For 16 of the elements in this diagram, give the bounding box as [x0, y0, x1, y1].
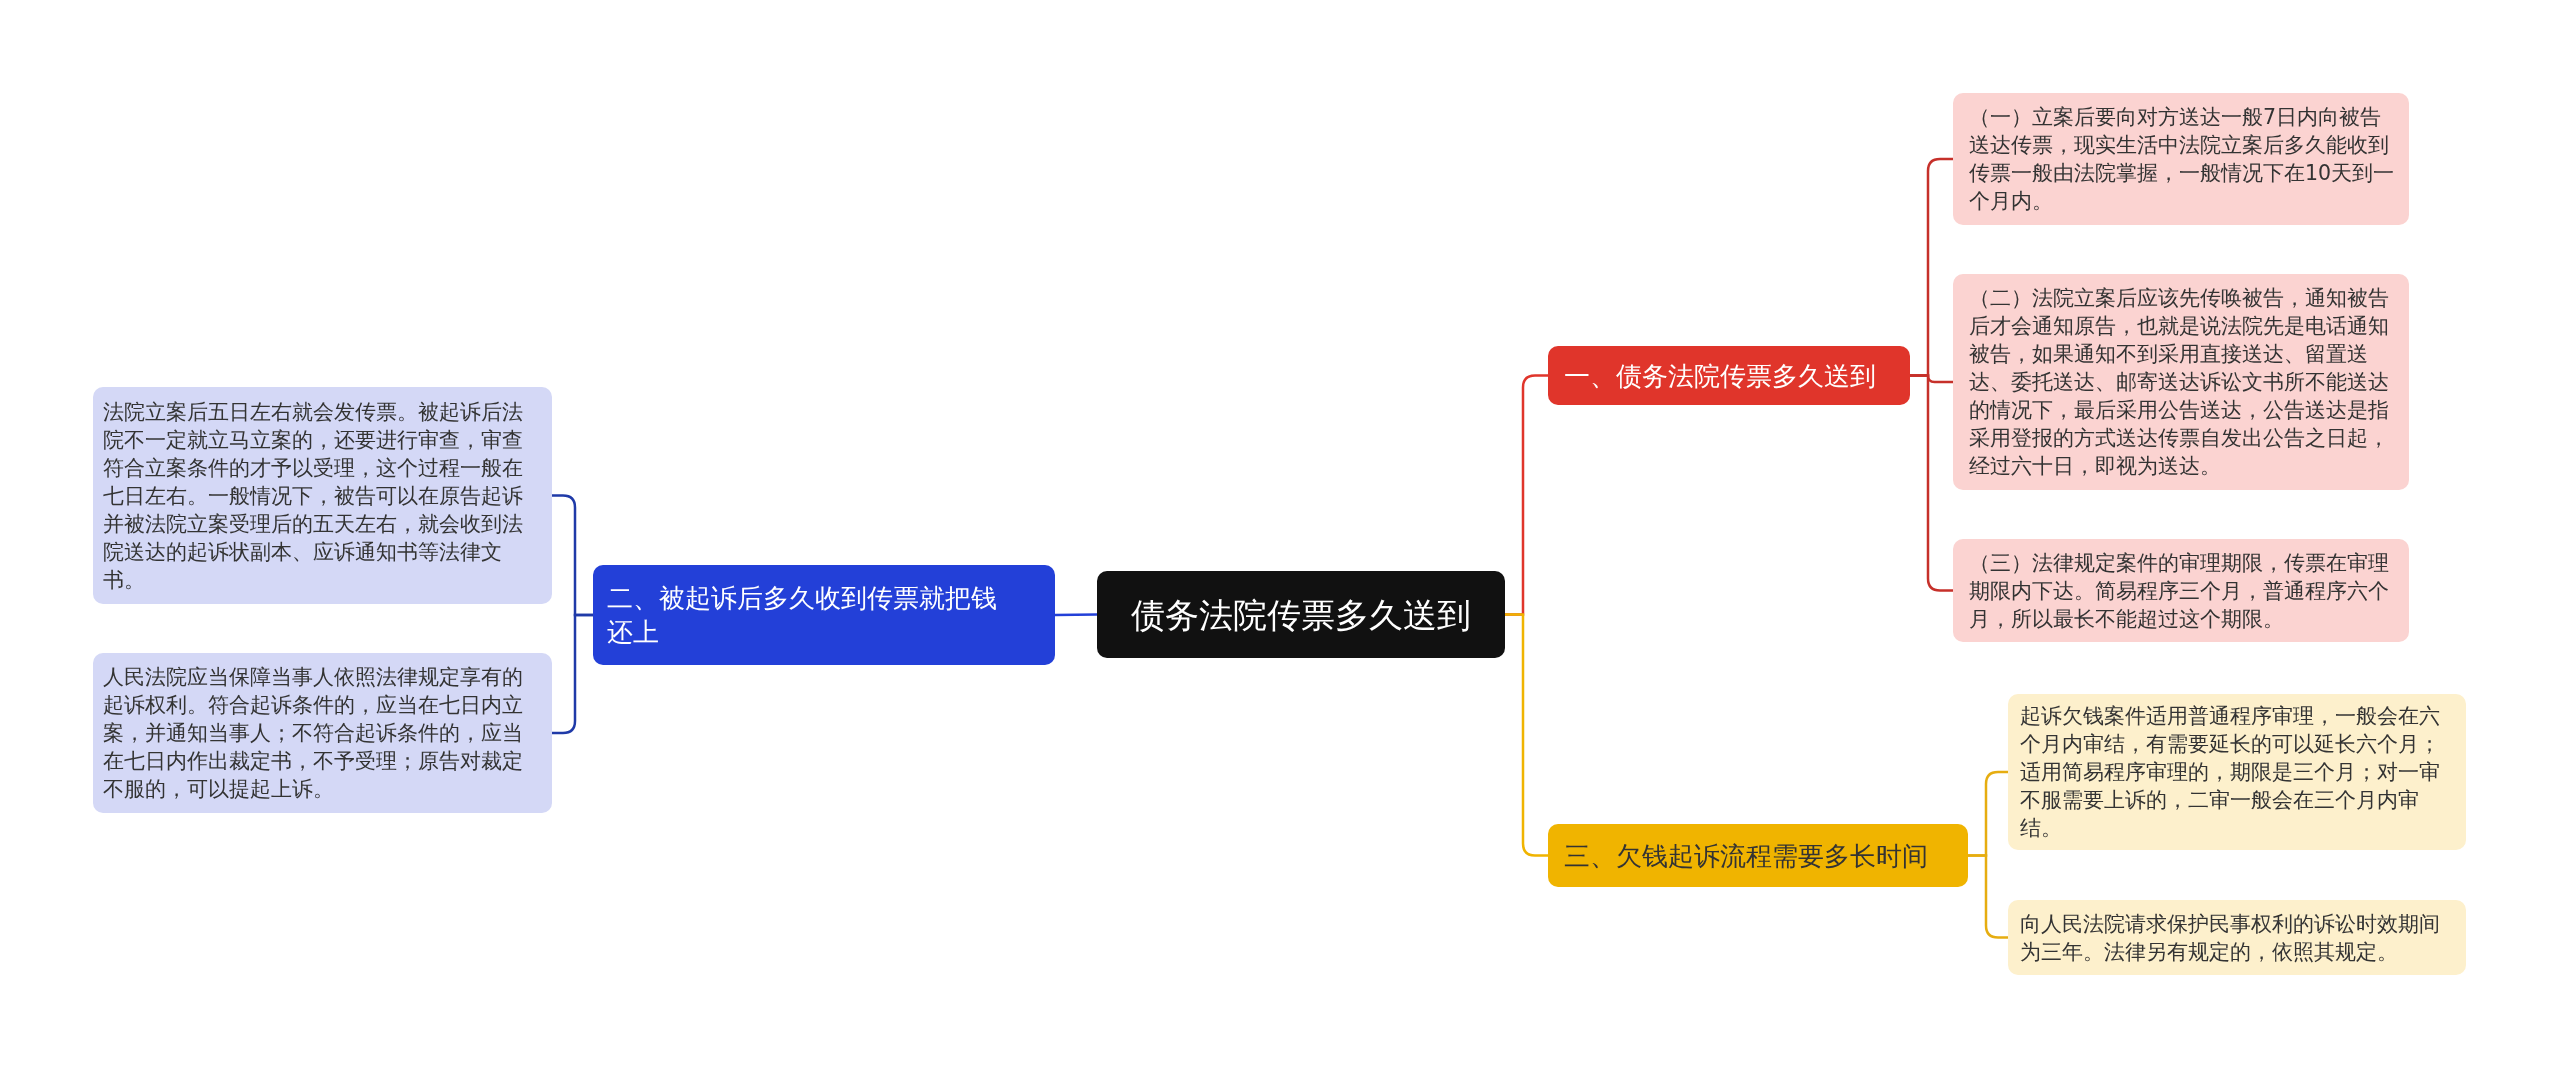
note-box: 起诉欠钱案件适用普通程序审理，一般会在六个月内审结，有需要延长的可以延长六个月；适用简易程序审理的，期限是三个月；对一审不服需要上诉的，二审一般会在三个月内审结。: [2008, 694, 2466, 850]
root-topic-box: 债务法院传票多久送到: [1097, 571, 1505, 658]
note-box: 向人民法院请求保护民事权利的诉讼时效期间为三年。法律另有规定的，依照其规定。: [2008, 900, 2466, 975]
connector-line: [552, 613, 593, 735]
note-box: （一）立案后要向对方送达一般7日内向被告送达传票，现实生活中法院立案后多久能收到传票一般由法院掌握，一般情况下在10天到一个月内。: [1953, 93, 2409, 225]
note-box: 人民法院应当保障当事人依照法律规定享有的起诉权利。符合起诉条件的，应当在七日内立案，并通知当事人；不符合起诉条件的，应当在七日内作出裁定书，不予受理；原告对裁定不服的，可以提起上诉。: [93, 653, 552, 813]
connector-line: [1910, 374, 1953, 592]
note-box: （二）法院立案后应该先传唤被告，通知被告后才会通知原告，也就是说法院先是电话通知被告，如果通知不到采用直接送达、留置送达、委托送达、邮寄送达诉讼文书所不能送达的情况下，最后采用公告送达，公告送达是指采用登报的方式送达传票自发出公告之日起，经过六十日，即视为送达。: [1953, 274, 2409, 490]
note-box: 法院立案后五日左右就会发传票。被起诉后法院不一定就立马立案的，还要进行审查，审查符合立案条件的才予以受理，这个过程一般在七日左右。一般情况下，被告可以在原告起诉并被法院立案受理后的五天左右，就会收到法院送达的起诉状副本、应诉通知书等法律文书。: [93, 387, 552, 604]
branch-topic-box: 三、欠钱起诉流程需要多长时间: [1548, 824, 1968, 887]
branch-topic-box: 二、被起诉后多久收到传票就把钱还上: [593, 565, 1055, 665]
connector-line: [1505, 613, 1548, 857]
note-box: （三）法律规定案件的审理期限，传票在审理期限内下达。简易程序三个月，普通程序六个月，所以最长不能超过这个期限。: [1953, 539, 2409, 642]
branch-topic-box: 一、债务法院传票多久送到: [1548, 346, 1910, 405]
connector-line: [1055, 613, 1097, 617]
connector-line: [1968, 854, 2008, 939]
